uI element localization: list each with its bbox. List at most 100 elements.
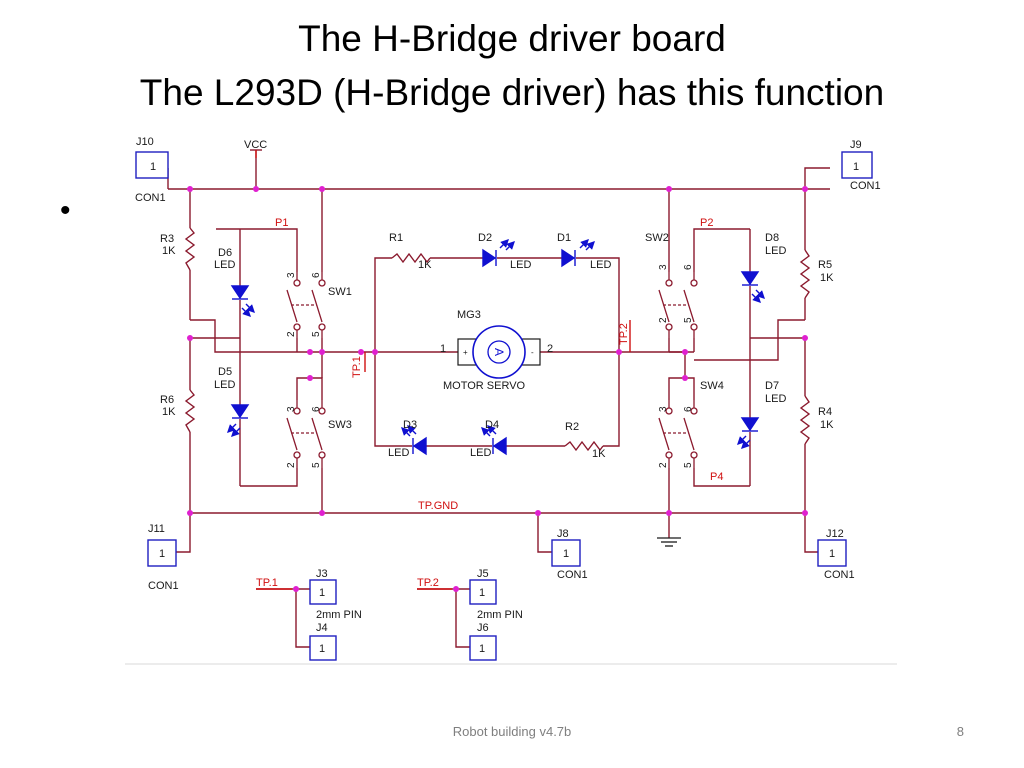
label-j3-pin: 1: [319, 587, 325, 599]
sw2-pin3: 3: [658, 264, 669, 270]
label-j8-pin: 1: [563, 548, 569, 560]
label-sw3: SW3: [328, 419, 352, 431]
label-motor-pin2: 2: [547, 343, 553, 355]
label-motor-plus: +: [463, 348, 468, 357]
resistor-icons: [184, 227, 811, 452]
label-r6-value: 1K: [162, 406, 176, 418]
sw1-pin6: 6: [311, 272, 322, 278]
label-tp1: TP.1: [351, 356, 363, 378]
label-d3: D3: [403, 419, 417, 431]
label-d5: D5: [218, 366, 232, 378]
label-j10-pin: 1: [150, 161, 156, 173]
label-j5-2mm: 2mm PIN: [477, 609, 523, 621]
label-r6: R6: [160, 394, 174, 406]
sw3-pin3: 3: [286, 406, 297, 412]
label-p1: P1: [275, 217, 288, 229]
label-tp2: TP.2: [618, 323, 630, 345]
label-d7: D7: [765, 380, 779, 392]
label-j4: J4: [316, 622, 328, 634]
label-r3-value: 1K: [162, 245, 176, 257]
label-j5-pin: 1: [479, 587, 485, 599]
label-sw1: SW1: [328, 286, 352, 298]
slide-footer: Robot building v4.7b: [452, 724, 572, 739]
label-d7-led: LED: [765, 393, 786, 405]
label-j9: J9: [850, 139, 862, 151]
label-d8-led: LED: [765, 245, 786, 257]
label-d8: D8: [765, 232, 779, 244]
label-motor-minus: -: [531, 348, 534, 357]
label-p4: P4: [710, 471, 723, 483]
sw2-pin2: 2: [658, 317, 669, 323]
sw3-pin2: 2: [286, 462, 297, 468]
page-number: 8: [956, 724, 964, 739]
label-r2-value: 1K: [592, 448, 606, 460]
sw4-pin2: 2: [658, 462, 669, 468]
label-d6-led: LED: [214, 259, 235, 271]
label-p2: P2: [700, 217, 713, 229]
label-r5-value: 1K: [820, 272, 834, 284]
slide-title-line-1: The H-Bridge driver board: [298, 18, 726, 59]
label-motor-servo: MOTOR SERVO: [443, 380, 526, 392]
sw4-pin6: 6: [683, 406, 694, 412]
sw3-pin6: 6: [311, 406, 322, 412]
sw1-pin3: 3: [286, 272, 297, 278]
label-j9-con1: CON1: [850, 180, 881, 192]
label-tp1-j3: TP.1: [256, 577, 278, 589]
label-j5: J5: [477, 568, 489, 580]
label-r5: R5: [818, 259, 832, 271]
label-j6-pin: 1: [479, 643, 485, 655]
label-j10-con1: CON1: [135, 192, 166, 204]
label-d1: D1: [557, 232, 571, 244]
label-r3: R3: [160, 233, 174, 245]
motor-icon: [457, 325, 541, 379]
label-tp-gnd: TP.GND: [418, 500, 458, 512]
label-d6: D6: [218, 247, 232, 259]
label-sw2: SW2: [645, 232, 669, 244]
label-j3: J3: [316, 568, 328, 580]
sw1-pin5: 5: [311, 331, 322, 337]
label-j4-pin: 1: [319, 643, 325, 655]
label-d2-led: LED: [510, 259, 531, 271]
label-tp2-j5: TP.2: [417, 577, 439, 589]
label-sw4: SW4: [700, 380, 724, 392]
label-motor-pin1: 1: [440, 343, 446, 355]
label-j8-con1: CON1: [557, 569, 588, 581]
wires: [167, 149, 830, 648]
label-r1: R1: [389, 232, 403, 244]
label-j12-pin: 1: [829, 548, 835, 560]
label-mg3: MG3: [457, 309, 481, 321]
label-r1-value: 1K: [418, 259, 432, 271]
junction-dots: [187, 186, 808, 592]
label-d5-led: LED: [214, 379, 235, 391]
connector-icons: [135, 151, 873, 661]
label-d2: D2: [478, 232, 492, 244]
sw3-pin5: 5: [311, 462, 322, 468]
led-icons: [227, 239, 765, 456]
label-j12: J12: [826, 528, 844, 540]
sw4-pin5: 5: [683, 462, 694, 468]
label-j10: J10: [136, 136, 154, 148]
label-d4-led: LED: [470, 447, 491, 459]
label-j9-pin: 1: [853, 161, 859, 173]
switch-icons: [286, 272, 698, 468]
label-d4: D4: [485, 419, 499, 431]
bullet-point: •: [60, 194, 71, 227]
sw2-pin6: 6: [683, 264, 694, 270]
label-j8: J8: [557, 528, 569, 540]
label-j11-pin: 1: [159, 548, 165, 560]
label-r4-value: 1K: [820, 419, 834, 431]
label-j11: J11: [148, 523, 165, 535]
ground-icon: [657, 537, 681, 547]
label-motor-symbol: A: [492, 348, 506, 356]
label-d1-led: LED: [590, 259, 611, 271]
label-r4: R4: [818, 406, 832, 418]
label-j6: J6: [477, 622, 489, 634]
label-j3-2mm: 2mm PIN: [316, 609, 362, 621]
sw2-pin5: 5: [683, 317, 694, 323]
sw4-pin3: 3: [658, 406, 669, 412]
slide-title-line-2: The L293D (H-Bridge driver) has this fun…: [139, 72, 885, 113]
label-j12-con1: CON1: [824, 569, 855, 581]
label-vcc: VCC: [244, 139, 267, 151]
label-d3-led: LED: [388, 447, 409, 459]
